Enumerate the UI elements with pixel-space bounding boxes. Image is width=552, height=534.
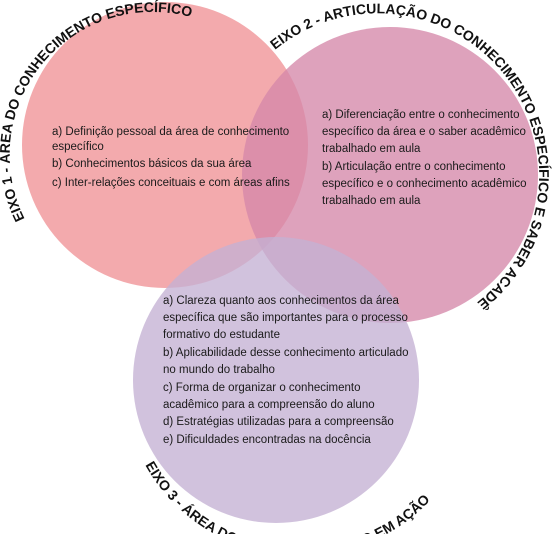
list-item: c) Forma de organizar o conhecimento [163,382,361,394]
list-item: específico da área e o saber acadêmico [322,126,526,138]
list-item: acadêmico para a compreensão do aluno [163,399,375,411]
list-item: trabalhado em aula [322,143,421,155]
list-item: formativo do estudante [163,329,280,341]
list-item: a) Clareza quanto aos conhecimentos da á… [163,295,400,307]
eixo-1-items: a) Definição pessoal da área de conhecim… [52,126,290,189]
list-item: específico e o conhecimento acadêmico [322,178,527,190]
list-item: a) Diferenciação entre o conhecimento [322,109,520,121]
eixo-3-items: a) Clareza quanto aos conhecimentos da á… [163,295,409,446]
list-item: e) Dificuldades encontradas na docência [163,434,371,446]
list-item: d) Estratégias utilizadas para a compree… [163,416,394,428]
list-item: no mundo do trabalho [163,364,275,376]
eixo-2-items: a) Diferenciação entre o conhecimento es… [322,109,527,207]
list-item: trabalhado em aula [322,195,421,207]
eixo-1-circle [22,2,308,288]
eixo-3-circle [133,237,419,523]
list-item: b) Articulação entre o conhecimento [322,161,505,173]
list-item: c) Inter-relações conceituais e com área… [52,177,290,189]
list-item: a) Definição pessoal da área de conhecim… [52,126,289,138]
list-item: b) Conhecimentos básicos da sua área [52,158,252,170]
list-item: específico [52,141,104,153]
list-item: b) Aplicabilidade desse conhecimento art… [163,347,409,359]
list-item: específica que são importantes para o pr… [163,312,408,324]
